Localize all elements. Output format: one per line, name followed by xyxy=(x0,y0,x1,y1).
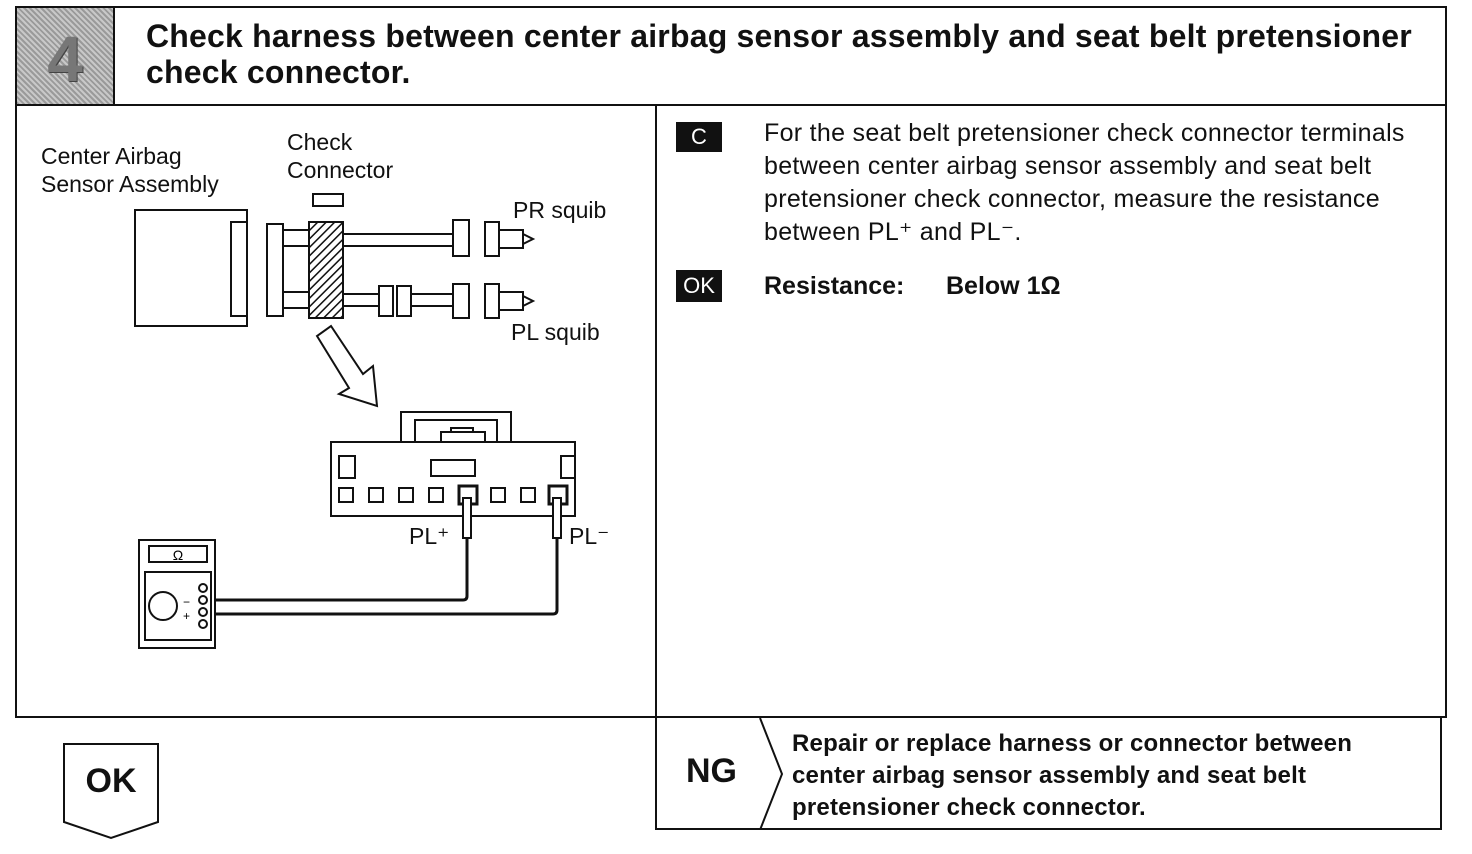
step-title: Check harness between center airbag sens… xyxy=(146,18,1412,90)
instruction-text: For the seat belt pretensioner check con… xyxy=(764,119,1405,246)
label-sensor-line1: Center Airbag xyxy=(41,143,182,169)
step-content-panel xyxy=(15,104,1447,718)
pointer-arrow xyxy=(315,324,379,408)
ok-tag: OK xyxy=(676,270,722,302)
label-pl-plus: PL⁺ xyxy=(409,523,449,549)
meter-unit: Ω xyxy=(173,547,183,563)
step-number-badge: 4 xyxy=(17,8,115,104)
label-pl-minus: PL⁻ xyxy=(569,523,609,549)
resistance-value: Below 1Ω xyxy=(946,272,1061,300)
label-sensor-line2: Sensor Assembly xyxy=(41,171,219,197)
label-pr-squib: PR squib xyxy=(513,197,606,223)
ok-label: OK xyxy=(85,762,137,800)
meter-probes xyxy=(213,497,562,616)
ohmmeter xyxy=(138,539,216,649)
ng-remedy-text: Repair or replace harness or connector b… xyxy=(792,730,1353,821)
label-pl-squib: PL squib xyxy=(511,319,600,345)
connector-face xyxy=(330,411,576,517)
airbag-sensor-assembly xyxy=(134,209,248,327)
meter-plus-sign: + xyxy=(183,609,190,623)
ng-panel xyxy=(655,718,1442,830)
column-divider xyxy=(655,104,657,828)
resistance-label: Resistance: xyxy=(764,272,905,300)
check-connector xyxy=(308,221,344,319)
meter-minus-sign: − xyxy=(183,595,190,609)
condition-tag: C xyxy=(676,122,722,152)
ng-label: NG xyxy=(686,752,737,790)
label-check-line1: Check xyxy=(287,129,353,155)
label-check-line2: Connector xyxy=(287,157,393,183)
step-number: 4 xyxy=(47,23,83,95)
ng-chevron xyxy=(759,718,784,830)
ok-arrow-box xyxy=(63,743,159,840)
wiring-diagram: Center Airbag Sensor Assembly Check Conn… xyxy=(41,129,609,649)
harness xyxy=(266,193,536,319)
